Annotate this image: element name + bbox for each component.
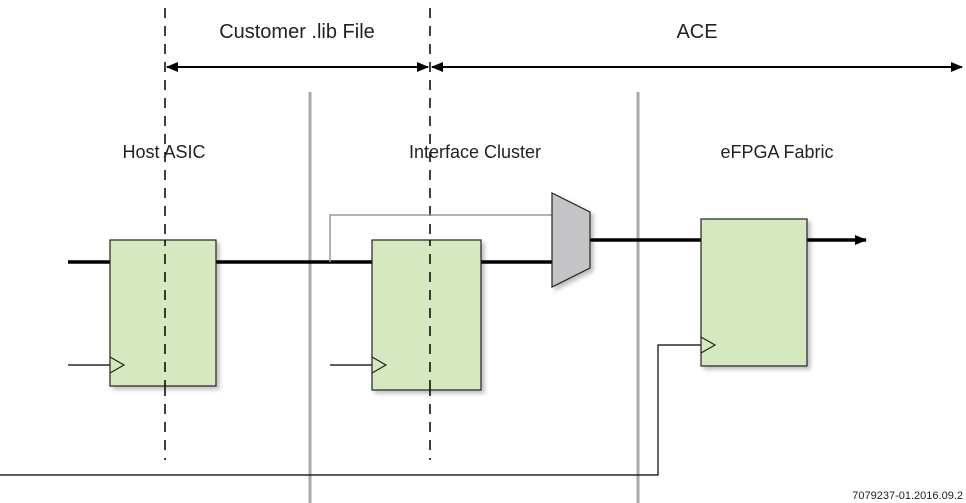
efpga-fabric-register [700,218,808,367]
clock-triangle-icon [371,356,388,374]
ace-label: ACE [676,21,717,43]
host-asic-label: Host ASIC [122,142,205,162]
interface-cluster-label: Interface Cluster [409,142,541,162]
clock-triangle-icon [700,336,717,354]
figure-id: 7079237-01.2016.09.2 [852,490,963,502]
efpga-fabric-label: eFPGA Fabric [720,142,833,162]
customer-lib-label: Customer .lib File [219,21,375,43]
host-asic-register [109,239,217,387]
interface-cluster-register [371,239,482,391]
clock-wire-fabric [0,344,701,476]
multiplexer [551,192,591,288]
clock-triangle-icon [109,356,126,374]
bypass-wire [329,214,552,262]
